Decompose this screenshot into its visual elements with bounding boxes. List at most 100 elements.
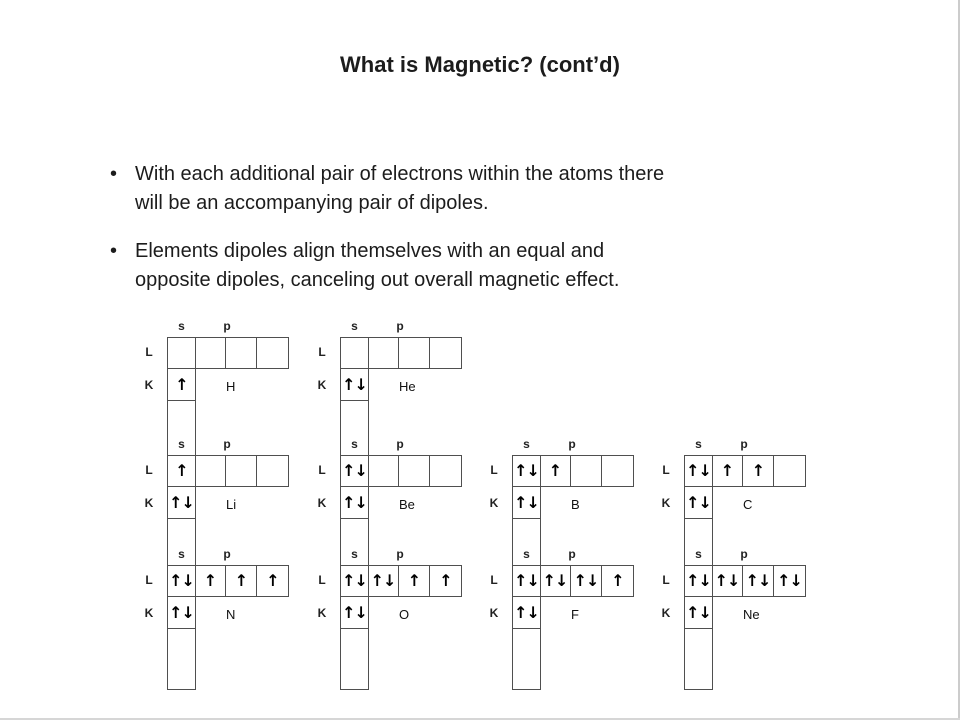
s-orbital-column: ↑↓ ↑↓ [512,455,541,565]
electron-arrows: ↑ [751,461,765,480]
shell-label-K: K [661,606,671,620]
orbital-label-s: s [178,437,185,451]
element-symbol: B [571,497,580,512]
shell-label-K: K [144,378,154,392]
ls-cell: ↑↓ [685,456,712,487]
shell-label-L: L [145,345,153,359]
p-cell [430,456,461,486]
s-orbital-column: ↑↓ ↑↓ [167,565,196,690]
electron-arrows: ↑↓ [514,461,540,480]
page-title: What is Magnetic? (cont’d) [340,52,620,77]
shell-label-L: L [145,573,153,587]
electron-arrows: ↑ [234,571,248,590]
bullet-item: Elements dipoles align themselves with a… [107,237,867,295]
p-orbital-row: ↑↑ [712,455,806,487]
element-symbol: He [399,379,416,394]
ks-cell: ↑↓ [513,487,540,519]
element-symbol: Be [399,497,415,512]
p-cell [602,456,633,486]
p-cell: ↑ [743,456,774,486]
p-cell: ↑↓ [571,566,602,596]
orbital-label-s: s [178,319,185,333]
electron-arrows: ↑↓ [370,571,397,590]
p-cell [226,456,257,486]
p-cell [226,338,257,368]
orbital-label-p: p [396,319,404,333]
electron-arrows: ↑↓ [686,461,712,480]
p-cell [195,338,226,368]
p-cell: ↑ [257,566,288,596]
p-cell [430,338,461,368]
ls-cell: ↑↓ [168,566,195,597]
p-cell: ↑↓ [774,566,805,596]
ls-cell: ↑↓ [513,566,540,597]
p-orbital-row [195,337,289,369]
orbital-label-s: s [351,437,358,451]
p-cell: ↑ [602,566,633,596]
shell-label-K: K [144,606,154,620]
p-orbital-row: ↑↓↑↓↑ [540,565,634,597]
ls-cell [341,338,368,369]
window-edge-bottom [0,718,960,720]
orbital-label-p: p [568,437,576,451]
p-cell [774,456,805,486]
element-symbol: C [743,497,753,512]
s-orbital-column: ↑↓↑↓ [340,565,369,690]
p-cell [399,338,430,368]
shell-label-K: K [317,496,327,510]
shell-label-L: L [145,463,153,477]
element-symbol: O [399,607,410,622]
orbital-label-p: p [223,547,231,561]
ks-cell: ↑↓ [341,487,368,519]
p-cell: ↑↓ [368,566,399,596]
p-cell: ↑ [195,566,226,596]
shell-label-L: L [318,463,326,477]
shell-label-L: L [490,573,498,587]
electron-arrows: ↑ [720,461,734,480]
p-cell [399,456,430,486]
electron-arrows: ↑↓ [514,492,540,512]
s-orbital-column: ↑↓↑↓ [684,565,713,690]
p-cell [368,338,399,368]
orbital-label-s: s [695,547,702,561]
electron-arrows: ↑ [548,461,562,480]
ks-cell: ↑↓ [341,369,368,401]
electron-arrows: ↑↓ [714,571,741,590]
ls-cell: ↑↓ [513,456,540,487]
p-cell: ↑ [399,566,430,596]
electron-arrows: ↑ [203,571,217,590]
shell-label-K: K [317,378,327,392]
s-orbital-column: ↑↓↑↓ [340,455,369,565]
shell-label-L: L [662,573,670,587]
ks-cell: ↑↓ [341,597,368,629]
electron-arrows: ↑↓ [342,492,368,512]
bullet-text-line: With each additional pair of electrons w… [135,163,665,185]
s-orbital-column: ↑↓ [340,337,369,455]
element-symbol: F [571,607,579,622]
shell-label-K: K [661,496,671,510]
electron-arrows: ↑↓ [777,571,803,590]
bullet-text-line: opposite dipoles, canceling out overall … [135,269,620,291]
p-orbital-row: ↑ [540,455,634,487]
electron-arrows: ↑↓ [342,374,368,394]
electron-arrows: ↑↓ [686,602,712,622]
electron-arrows: ↑ [175,461,188,480]
shell-label-L: L [318,345,326,359]
electron-arrows: ↑ [266,571,279,590]
ks-cell: ↑↓ [168,597,195,629]
p-cell: ↑ [226,566,257,596]
p-cell [571,456,602,486]
shell-label-K: K [489,496,499,510]
orbital-label-s: s [178,547,185,561]
ls-cell: ↑ [168,456,195,487]
p-orbital-row: ↑↓↑↑ [368,565,462,597]
electron-arrows: ↑ [407,571,421,590]
electron-arrows: ↑↓ [573,571,600,590]
shell-label-L: L [662,463,670,477]
p-cell: ↑↓ [540,566,571,596]
electron-arrows: ↑↓ [169,571,195,590]
electron-arrows: ↑ [175,374,188,394]
bullet-text-line: Elements dipoles align themselves with a… [135,240,605,262]
orbital-label-s: s [351,547,358,561]
